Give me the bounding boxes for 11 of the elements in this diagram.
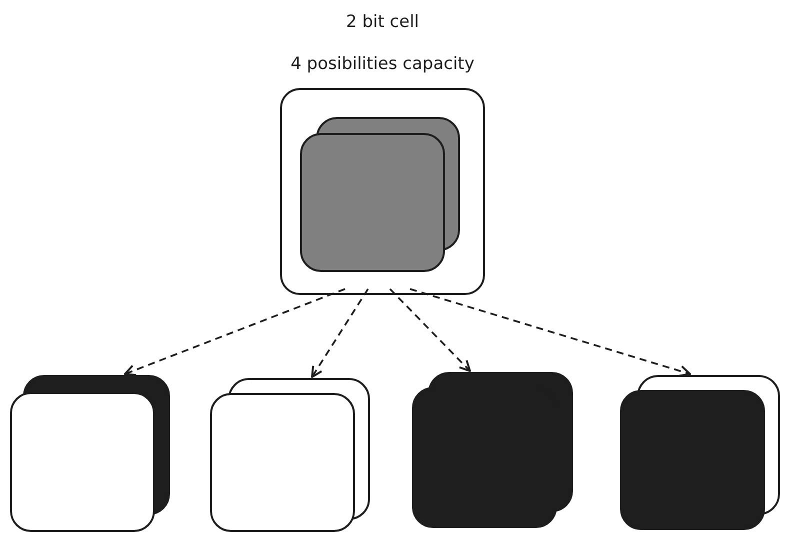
stacked-cards: [10, 375, 170, 532]
stacked-cards: [210, 378, 370, 532]
heading-text: 2 bit cell: [344, 12, 420, 32]
dashed-arrow: [389, 288, 471, 372]
dashed-arrow: [124, 288, 346, 376]
heading-text: 4 posibilities capacity: [290, 54, 476, 74]
stacked-cards: [620, 375, 780, 530]
dashed-arrow: [311, 288, 369, 378]
dashed-arrow: [410, 288, 691, 377]
stacked-cards: [412, 372, 573, 528]
stacked-cards: [300, 117, 460, 272]
